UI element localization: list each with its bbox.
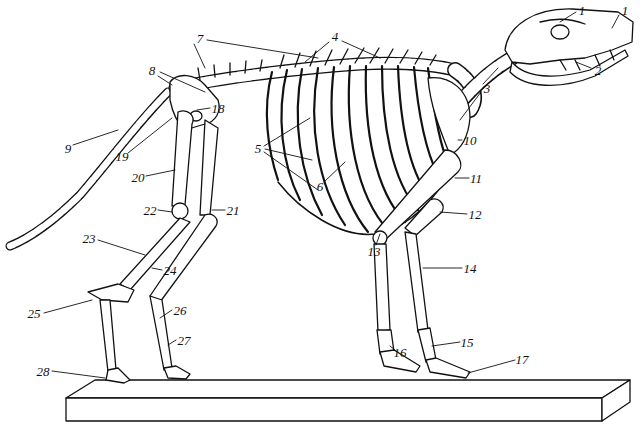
callout-number: 9: [64, 142, 73, 155]
callout-number: 22: [143, 204, 158, 217]
callout-number: 7: [196, 32, 205, 45]
callout-number: 5: [254, 142, 263, 155]
callout-number: 17: [515, 353, 530, 366]
callout-number: 14: [463, 262, 478, 275]
callout-number: 10: [463, 134, 478, 147]
callout-number: 20: [131, 171, 146, 184]
callout-number: 15: [460, 336, 475, 349]
callout-number: 25: [27, 307, 42, 320]
callout-number: 16: [393, 346, 408, 359]
callout-number: 11: [469, 172, 483, 185]
callout-number: 24: [163, 264, 178, 277]
callout-number: 3: [483, 82, 492, 95]
callout-number: 27: [177, 334, 192, 347]
callout-number: 6: [316, 180, 325, 193]
callout-number: 26: [173, 304, 188, 317]
callout-number: 8: [148, 64, 157, 77]
callout-number: 21: [226, 204, 241, 217]
callout-number: 1: [578, 3, 587, 16]
callout-number: 2: [594, 64, 603, 77]
callout-number: 23: [82, 232, 97, 245]
callout-number: 4: [331, 30, 340, 43]
leader-lines: [44, 12, 619, 378]
callout-number: 19: [115, 150, 130, 163]
callout-number: 12: [468, 208, 483, 221]
callout-number: 1: [621, 4, 630, 17]
callout-number: 28: [36, 365, 51, 378]
callout-number: 13: [367, 245, 382, 258]
callout-number: 18: [211, 102, 226, 115]
